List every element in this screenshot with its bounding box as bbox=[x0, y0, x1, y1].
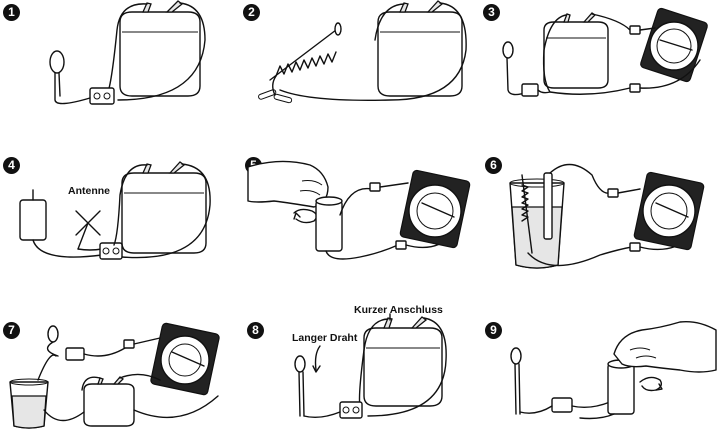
step-number: 8 bbox=[247, 322, 264, 339]
step-9-panel: 9 bbox=[480, 290, 720, 435]
step-1-panel: 1 bbox=[0, 0, 240, 145]
terminal-block-icon bbox=[65, 347, 85, 361]
terminal-block-icon bbox=[369, 182, 381, 192]
battery-icon bbox=[363, 316, 443, 407]
nail-coil-icon bbox=[521, 172, 553, 254]
step-1-illustration bbox=[49, 0, 206, 105]
step-3-panel: 3 bbox=[480, 0, 720, 145]
step-number: 9 bbox=[485, 322, 502, 339]
step-5-panel: 5 bbox=[240, 145, 480, 290]
antenna-icon bbox=[75, 210, 101, 250]
step-4-panel: 4 Antenne bbox=[0, 145, 240, 290]
terminal-block-icon bbox=[89, 87, 115, 105]
step-7-illustration bbox=[9, 322, 220, 429]
step-number: 4 bbox=[3, 157, 20, 174]
nail-coil-icon bbox=[269, 22, 342, 96]
step-2-panel: 2 bbox=[240, 0, 480, 145]
battery-icon bbox=[119, 0, 201, 97]
led-icon bbox=[510, 347, 522, 415]
step-number: 1 bbox=[3, 4, 20, 21]
led-icon bbox=[49, 50, 91, 105]
terminal-block-icon bbox=[629, 83, 641, 93]
motor-icon bbox=[19, 189, 47, 241]
step-6-illustration bbox=[509, 163, 705, 269]
step-5-illustration bbox=[247, 160, 471, 260]
step-8-panel: 8 Kurzer Anschluss Langer Draht bbox=[240, 290, 480, 435]
step-2-illustration bbox=[258, 0, 467, 104]
glass-of-water-icon bbox=[9, 378, 49, 429]
step-number: 2 bbox=[243, 4, 260, 21]
step-6-panel: 6 bbox=[480, 145, 720, 290]
motor-icon bbox=[607, 359, 635, 415]
step-number: 3 bbox=[483, 4, 500, 21]
step-9-illustration bbox=[510, 320, 717, 420]
terminal-block-icon bbox=[521, 83, 539, 97]
short-connection-label: Kurzer Anschluss bbox=[354, 304, 443, 316]
battery-icon bbox=[377, 0, 463, 97]
terminal-block-icon bbox=[339, 401, 363, 419]
step-8-illustration bbox=[294, 313, 447, 419]
battery-icon bbox=[543, 12, 609, 89]
step-4-illustration bbox=[19, 161, 211, 260]
battery-icon bbox=[83, 376, 135, 427]
hand-icon bbox=[613, 320, 717, 373]
led-icon bbox=[46, 325, 59, 357]
terminal-block-icon bbox=[551, 397, 573, 413]
terminal-block-icon bbox=[629, 242, 641, 252]
terminal-block-icon bbox=[607, 188, 619, 198]
rotation-arrow-icon bbox=[639, 376, 663, 392]
step-7-panel: 7 bbox=[0, 290, 240, 435]
motor-icon bbox=[315, 196, 343, 252]
compass-icon bbox=[399, 169, 471, 249]
led-icon bbox=[294, 355, 306, 417]
antenna-label: Antenne bbox=[68, 185, 110, 197]
compass-icon bbox=[633, 171, 705, 251]
terminal-block-icon bbox=[629, 25, 641, 35]
terminal-block-icon bbox=[123, 339, 135, 349]
paperclip-icon bbox=[258, 89, 293, 104]
compass-icon bbox=[640, 7, 708, 83]
battery-icon bbox=[121, 161, 207, 254]
terminal-block-icon bbox=[395, 240, 407, 250]
terminal-block-icon bbox=[99, 242, 123, 260]
glass-of-water-icon bbox=[509, 178, 565, 269]
step-number: 7 bbox=[3, 322, 20, 339]
rotation-arrow-icon bbox=[293, 208, 318, 224]
compass-icon bbox=[150, 322, 220, 396]
step-number: 6 bbox=[485, 157, 502, 174]
step-3-illustration bbox=[502, 7, 708, 97]
long-wire-label: Langer Draht bbox=[292, 332, 358, 344]
